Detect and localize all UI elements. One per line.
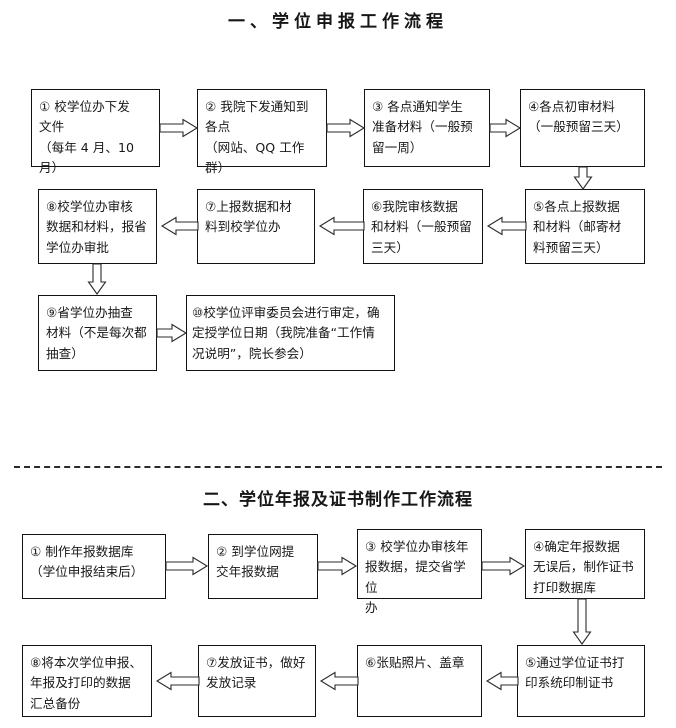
flow-arrow-s1-a2 — [326, 118, 366, 138]
flow-box-s2-b5[interactable]: ⑤通过学位证书打 印系统印制证书 — [517, 645, 645, 717]
flow-box-s2-b4[interactable]: ④确定年报数据 无误后，制作证书 打印数据库 — [525, 529, 645, 599]
flow-arrow-s2-a6 — [316, 671, 359, 691]
flow-box-s1-b6[interactable]: ⑥我院审核数据 和材料（一般预留 三天） — [363, 189, 483, 264]
flow-box-s2-b6[interactable]: ⑥张贴照片、盖章 — [357, 645, 482, 717]
flow-box-s1-b1[interactable]: ① 校学位办下发 文件 （每年 4 月、10 月） — [31, 89, 160, 175]
flow-arrow-s2-a3 — [481, 556, 526, 576]
flow-arrow-s1-a6 — [315, 216, 365, 236]
flow-arrow-s1-a4 — [573, 166, 593, 190]
flow-box-s2-b7[interactable]: ⑦发放证书，做好 发放记录 — [198, 645, 316, 717]
flow-arrow-s1-a9 — [156, 323, 188, 343]
flow-box-s1-b9[interactable]: ⑨省学位办抽查 材料（不是每次都 抽查） — [38, 295, 157, 371]
flow-arrow-s2-a7 — [152, 671, 200, 691]
flow-arrow-s1-a7 — [157, 216, 199, 236]
flow-box-s2-b2[interactable]: ② 到学位网提 交年报数据 — [208, 534, 318, 599]
flow-box-s1-b3[interactable]: ③ 各点通知学生 准备材料（一般预 留一周） — [364, 89, 490, 167]
flow-box-s1-b5[interactable]: ⑤各点上报数据 和材料（邮寄材 料预留三天） — [525, 189, 645, 264]
flow-box-s2-b1[interactable]: ① 制作年报数据库 （学位申报结束后） — [22, 534, 166, 599]
flow-arrow-s2-a5 — [482, 671, 519, 691]
flow-arrow-s1-a1 — [159, 118, 199, 138]
flow-box-s1-b7[interactable]: ⑦上报数据和材 料到校学位办 — [197, 189, 315, 264]
flow-box-s1-b4[interactable]: ④各点初审材料 （一般预留三天） — [520, 89, 645, 167]
flow-arrow-s1-a3 — [489, 118, 522, 138]
flow-arrow-s2-a1 — [165, 556, 209, 576]
flow-arrow-s2-a4 — [572, 598, 592, 645]
flow-box-s1-b8[interactable]: ⑧校学位办审核 数据和材料，报省 学位办审批 — [38, 189, 157, 264]
flow-box-s1-b10[interactable]: ⑩校学位评审委员会进行审定，确 定授学位日期（我院准备“工作情 况说明”，院长参… — [186, 295, 395, 371]
section-2-title: 二、学位年报及证书制作工作流程 — [203, 490, 473, 510]
section-1-title: 一、学位申报工作流程 — [228, 12, 448, 32]
section-divider — [14, 466, 662, 468]
flow-arrow-s2-a2 — [317, 556, 358, 576]
flow-arrow-s1-a8 — [87, 263, 107, 295]
flow-box-s2-b3[interactable]: ③ 校学位办审核年 报数据，提交省学位 办 — [357, 529, 482, 615]
flow-arrow-s1-a5 — [483, 216, 527, 236]
flow-box-s1-b2[interactable]: ② 我院下发通知到 各点 （网站、QQ 工作群） — [197, 89, 327, 175]
flow-box-s2-b8[interactable]: ⑧将本次学位申报、 年报及打印的数据 汇总备份 — [22, 645, 152, 717]
